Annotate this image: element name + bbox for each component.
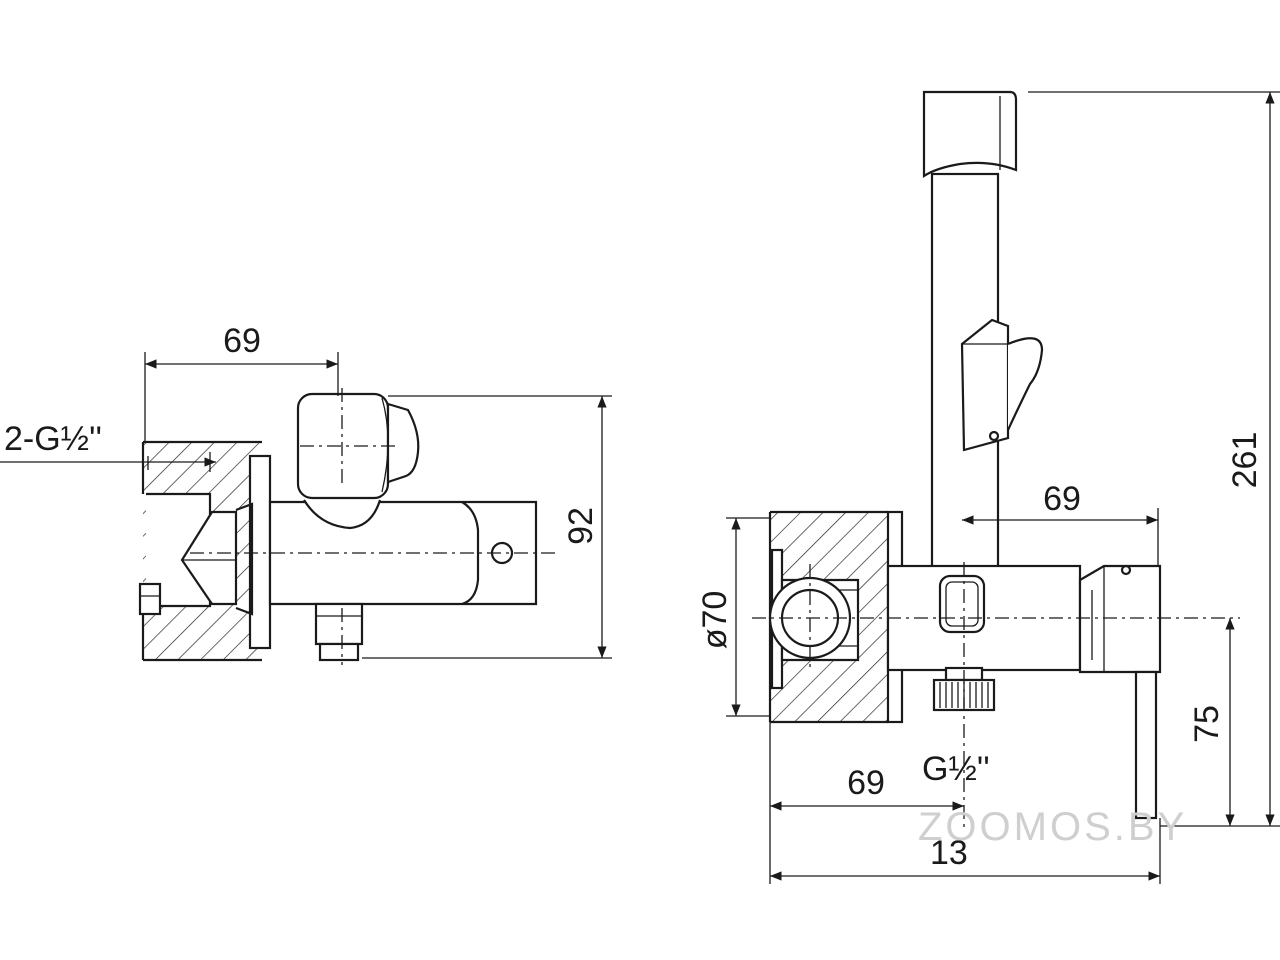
watermark: ZOOMOS.BY [918,805,1187,849]
left-view: 69 92 2-G½'' [0,322,612,665]
left-dim-height: 92 [362,395,612,659]
right-dim-outlet-offset: 69 [769,722,964,884]
left-thread-callout: 2-G½'' [0,420,216,472]
right-dim-total-width-label: 13 [930,834,968,872]
left-dim-width-label: 69 [223,322,261,360]
left-thread-label: 2-G½'' [4,420,102,458]
right-dim-total-height: 261 [1028,91,1280,827]
right-dim-diameter-label: ø70 [696,591,734,650]
right-dim-total-width: 13 [770,818,1161,884]
right-dim-outlet-height: 75 [1188,618,1235,826]
right-dim-total-height-label: 261 [1226,432,1264,489]
right-dim-outlet-offset-label: 69 [847,764,885,802]
right-thread-label: G½'' [922,750,990,788]
right-wall-section [768,510,904,724]
right-hand-shower [922,90,1044,572]
right-dim-handle-offset-label: 69 [1043,480,1081,518]
left-wall-section [138,440,272,662]
left-dim-height-label: 92 [562,507,600,545]
right-dim-diameter: ø70 [696,517,770,717]
right-view: ø70 69 261 75 G½'' 69 [696,90,1280,884]
left-valve-body [268,392,538,662]
right-dim-outlet-height-label: 75 [1188,705,1226,743]
left-dim-width: 69 [144,322,339,442]
right-dim-handle-offset: 69 [962,480,1159,566]
